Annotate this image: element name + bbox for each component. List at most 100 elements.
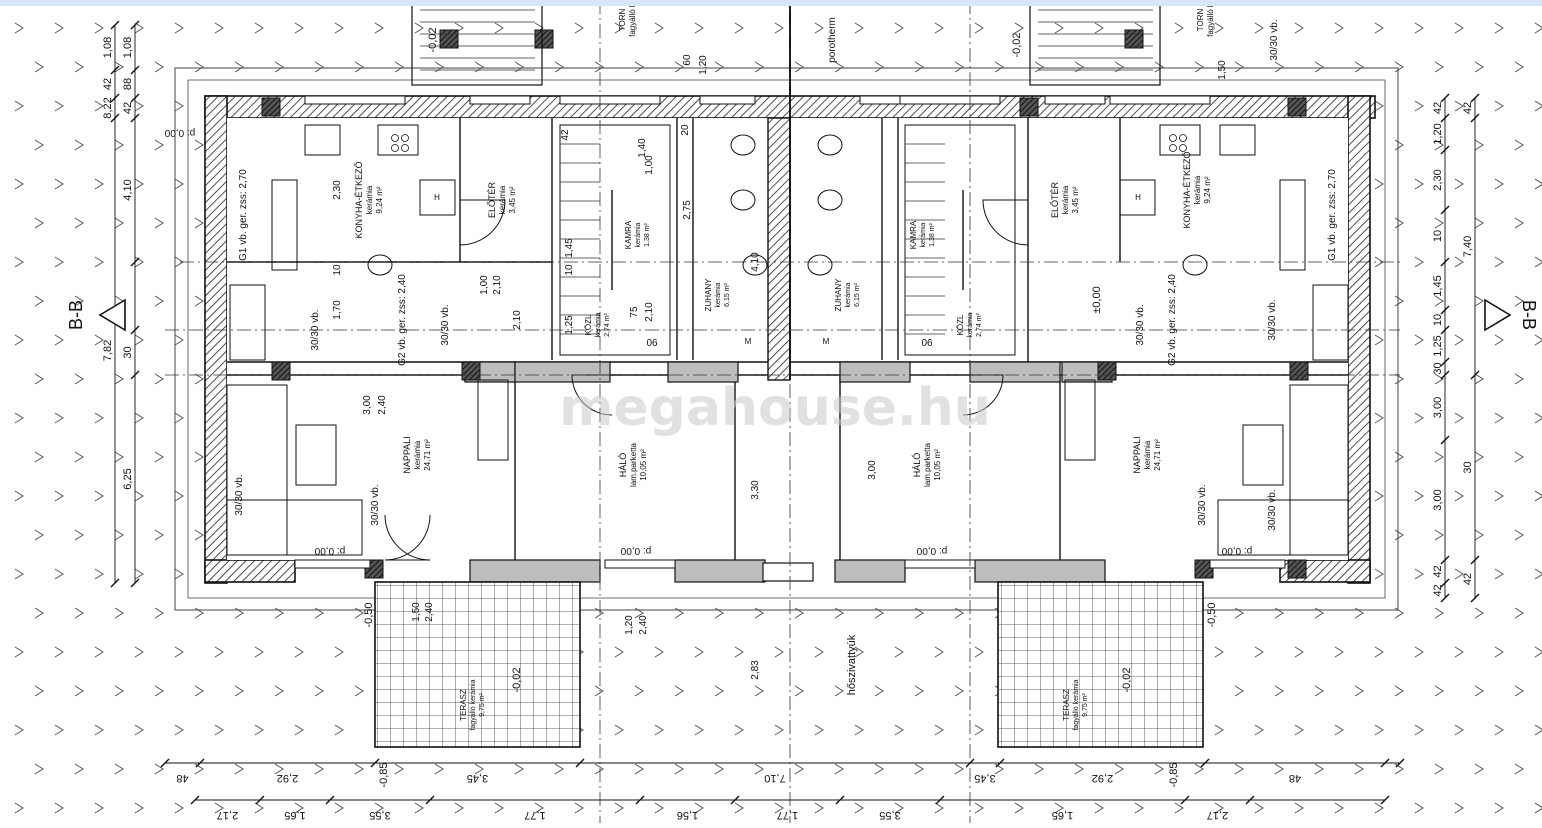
ground-arrow xyxy=(874,763,884,775)
ground-arrow xyxy=(114,451,124,463)
room-area: 1,38 m² xyxy=(644,222,651,246)
ground-arrow xyxy=(174,412,184,424)
sanitary-fixture xyxy=(1182,254,1208,276)
ground-arrow xyxy=(1414,100,1424,112)
ground-arrow xyxy=(74,763,84,775)
ground-arrow xyxy=(514,61,524,73)
party-wall xyxy=(767,117,791,381)
ground-arrow xyxy=(74,607,84,619)
ground-arrow xyxy=(1534,724,1542,736)
dimension-text: 7,10 xyxy=(764,772,785,784)
beam2-label-left: G2 vb. ger. zss: 2,40 xyxy=(397,274,408,366)
concrete-column xyxy=(1289,361,1309,381)
dimension-text: 1,25 xyxy=(1432,335,1444,356)
ground-arrow xyxy=(114,529,124,541)
ground-arrow xyxy=(1434,139,1444,151)
walls-layer xyxy=(174,0,1399,748)
ground-arrow xyxy=(1054,802,1064,814)
bottom-dim-1-label: 2,92 xyxy=(277,772,298,784)
ground-arrow xyxy=(1474,451,1484,463)
ground-arrow xyxy=(1374,724,1384,736)
ground-arrow xyxy=(1154,763,1164,775)
heat-pump-label: hőszivattyúk xyxy=(846,634,858,695)
ground-arrow xyxy=(154,451,164,463)
ground-arrow xyxy=(1394,61,1404,73)
furniture-piece xyxy=(271,179,298,271)
terrace-level-left: -0,50 xyxy=(363,602,375,627)
dimension-text: 2,10 xyxy=(644,302,655,322)
room-label-bedroom-left: HÁLÓ lam.parketta 10,05 m² xyxy=(618,442,648,487)
exterior-wall xyxy=(1347,95,1371,584)
window xyxy=(699,95,756,105)
svg-text:-0,85: -0,85 xyxy=(378,762,390,787)
ground-arrow xyxy=(1414,178,1424,190)
inner-dim-label: 1,25 xyxy=(564,315,575,335)
inner-dim-label: 3,00 xyxy=(362,395,373,415)
inner-dim-label: 1,00 xyxy=(479,275,490,295)
room-floor: kerámia xyxy=(1193,175,1202,204)
ground-arrow xyxy=(74,295,84,307)
ground-arrow xyxy=(194,763,204,775)
right-dim-2-tick xyxy=(1470,93,1480,103)
heat-pump-shaft xyxy=(762,562,814,582)
ground-arrow xyxy=(1534,646,1542,658)
inner-dim-label: 2,30 xyxy=(332,180,343,200)
furniture-piece xyxy=(477,379,509,461)
dimension-text: 2,83 xyxy=(750,660,761,680)
ground-arrow xyxy=(754,685,764,697)
cooktop-burner xyxy=(391,144,399,152)
dimension-text: 1,20 xyxy=(624,615,635,635)
ground-arrow xyxy=(1374,802,1384,814)
ground-arrow xyxy=(94,334,104,346)
ground-arrow xyxy=(1334,802,1344,814)
bottom-dim-1-tick xyxy=(575,758,585,768)
dimension-text: 3,45 xyxy=(467,772,488,784)
ground-arrow xyxy=(814,724,824,736)
ground-arrow xyxy=(1474,139,1484,151)
concrete-column xyxy=(534,29,554,49)
ground-arrow xyxy=(174,100,184,112)
dimension-text: 75 xyxy=(629,306,640,318)
exterior-wall xyxy=(204,95,228,584)
ground-arrow xyxy=(274,61,284,73)
ground-arrow xyxy=(1374,568,1384,580)
right-dim-1-tick xyxy=(1440,93,1450,103)
room-floor: kerámia xyxy=(967,312,974,337)
ground-arrow xyxy=(54,178,64,190)
ground-arrow xyxy=(294,802,304,814)
ground-arrow xyxy=(1454,256,1464,268)
ground-arrow xyxy=(1454,802,1464,814)
ground-arrow xyxy=(174,334,184,346)
concrete-column xyxy=(461,361,481,381)
beam2-label-right: G2 vb. ger. zss: 2,40 xyxy=(1167,274,1178,366)
dimension-text: 7,82 xyxy=(102,340,114,361)
exterior-wall xyxy=(204,559,296,583)
room-label-kitchen-right: KONYHA-ÉTKEZŐ kerámia 9,24 m² xyxy=(1182,151,1212,228)
ground-arrow xyxy=(294,646,304,658)
svg-text:G2 vb. ger. zss: 2,40: G2 vb. ger. zss: 2,40 xyxy=(1167,274,1178,366)
ground-arrow xyxy=(1474,217,1484,229)
inner-dim-label: 42 xyxy=(560,129,571,141)
concrete-column xyxy=(1019,97,1039,117)
dimension-text: 3,45 xyxy=(974,772,995,784)
ground-arrow xyxy=(1454,334,1464,346)
left-dim-1-tick xyxy=(130,578,140,588)
svg-text:-0,50: -0,50 xyxy=(363,602,375,627)
right-dim-1-label: 2,30 xyxy=(1432,169,1444,190)
left-dim-2-tick xyxy=(110,20,120,30)
ground-arrow xyxy=(14,646,24,658)
inner-dim-label: 3,30 xyxy=(750,480,761,500)
dimension-text: 3,55 xyxy=(369,809,390,821)
ground-arrow xyxy=(794,763,804,775)
dimension-text: 1,56 xyxy=(677,809,698,821)
ground-arrow xyxy=(354,61,364,73)
left-dim-1-label: 6,25 xyxy=(122,468,134,489)
ground-arrow xyxy=(934,724,944,736)
room-area: 9,75 m² xyxy=(479,692,486,716)
concrete-column xyxy=(439,29,459,49)
ground-arrow xyxy=(994,61,1004,73)
ground-arrow xyxy=(734,22,744,34)
right-dim-1-label: 42 xyxy=(1432,565,1444,577)
ground-arrow xyxy=(1314,61,1324,73)
ground-arrow xyxy=(894,646,904,658)
